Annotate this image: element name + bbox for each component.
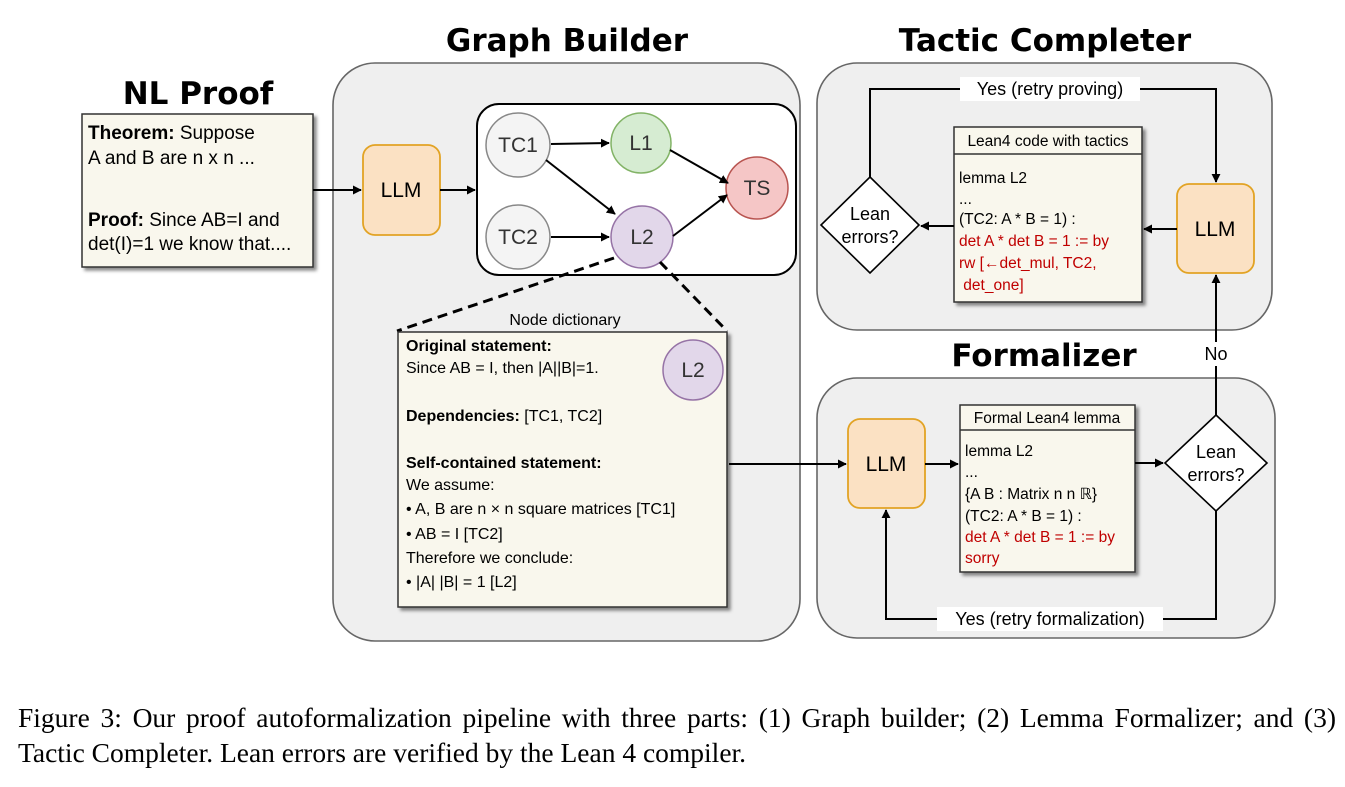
assumption-2-text: • AB = I [TC2]: [406, 526, 503, 543]
proof-line-2: det(I)=1 we know that....: [88, 234, 291, 255]
node-dictionary-title: Node dictionary: [509, 312, 620, 329]
edge-tc1-l2: [545, 159, 616, 215]
node-l1: [610, 112, 672, 174]
retry-proving-label: Yes (retry proving): [977, 79, 1123, 99]
we-assume-text: We assume:: [406, 477, 495, 494]
formal-lemma-line-4: (TC2: A * B = 1) :: [965, 508, 1082, 525]
graph-builder-llm-label: LLM: [381, 179, 422, 202]
formalizer-decision-line-1: Lean: [1196, 442, 1236, 462]
figure-caption: Figure 3: Our proof autoformalization pi…: [18, 702, 1336, 768]
tactic-code-card: [953, 126, 1143, 303]
formal-lemma-line-3: {A B : Matrix n n ℝ}: [965, 486, 1097, 503]
graph-builder-title: Graph Builder: [446, 23, 689, 59]
tactic-decision-line-1: Lean: [850, 204, 890, 224]
theorem-line-2: A and B are n x n ...: [88, 148, 255, 169]
dependencies-text: [TC1, TC2]: [520, 408, 602, 425]
zoom-line-left: [396, 256, 615, 333]
tactic-completer-title: Tactic Completer: [899, 23, 1192, 59]
tactic-code-line-1: lemma L2: [959, 170, 1027, 187]
no-label-bg: [1197, 342, 1235, 366]
tactic-completer-llm-label: LLM: [1195, 218, 1236, 241]
proof-label: Proof:: [88, 210, 144, 231]
tactic-code-red-line-2: rw [←det_mul, TC2,: [959, 255, 1097, 272]
formalizer-title: Formalizer: [951, 338, 1137, 374]
edge-l1-ts: [669, 149, 729, 184]
nl-proof-title: NL Proof: [123, 76, 274, 112]
tactic-code-red-line-3: det_one]: [959, 277, 1024, 294]
theorem-line-1: Theorem: Suppose: [88, 123, 255, 144]
dictionary-node-badge: [662, 339, 724, 401]
tactic-decision-line-2: errors?: [841, 227, 898, 247]
dictionary-node-badge-label: L2: [681, 359, 704, 382]
zoom-line-right: [658, 260, 729, 333]
formal-lemma-line-1: lemma L2: [965, 443, 1033, 460]
edge-l2-ts: [672, 194, 728, 237]
node-tc2-label: TC2: [498, 226, 538, 249]
retry-formalization-label-bg: [937, 607, 1163, 631]
no-label: No: [1204, 344, 1227, 364]
node-tc2: [485, 204, 551, 270]
original-statement-label: Original statement:: [406, 338, 552, 355]
formal-lemma-red-line-2: sorry: [965, 550, 1000, 567]
node-l2: [610, 205, 674, 269]
selfcontained-label: Self-contained statement:: [406, 455, 602, 472]
formal-lemma-red-line-1: det A * det B = 1 := by: [965, 529, 1115, 546]
formalizer-decision-line-2: errors?: [1187, 465, 1244, 485]
edge-tc1-l1: [550, 138, 610, 148]
node-l1-label: L1: [629, 132, 652, 155]
conclusion-text: • |A| |B| = 1 [L2]: [406, 574, 517, 591]
tactic-code-title: Lean4 code with tactics: [967, 133, 1128, 150]
formal-lemma-card: [959, 404, 1136, 573]
dependencies-label: Dependencies:: [406, 408, 520, 425]
node-ts-label: TS: [744, 177, 771, 200]
theorem-text: Suppose: [175, 123, 255, 144]
proof-text: Since AB=I and: [144, 210, 280, 231]
tactic-code-red-line-1: det A * det B = 1 := by: [959, 233, 1109, 250]
assumption-1-text: • A, B are n × n square matrices [TC1]: [406, 501, 675, 518]
proof-line-1: Proof: Since AB=I and: [88, 210, 280, 231]
tactic-lean-errors-decision: [819, 175, 921, 275]
original-statement-text: Since AB = I, then |A||B|=1.: [406, 360, 599, 377]
node-tc1: [485, 112, 551, 178]
pipeline-diagram: NL Proof Graph Builder Tactic Completer …: [81, 23, 1276, 642]
node-tc1-label: TC1: [498, 134, 538, 157]
formal-lemma-line-2: ...: [965, 464, 978, 481]
tactic-code-line-2: ...: [959, 191, 972, 208]
proof-graph-box: [476, 103, 797, 276]
theorem-label: Theorem:: [88, 123, 175, 144]
graph-edges: [545, 138, 729, 242]
retry-proving-label-bg: [960, 77, 1140, 101]
node-ts: [725, 156, 789, 220]
retry-formalization-label: Yes (retry formalization): [955, 609, 1144, 629]
dependencies-line: Dependencies: [TC1, TC2]: [406, 408, 602, 425]
formalizer-llm-label: LLM: [866, 453, 907, 476]
therefore-text: Therefore we conclude:: [406, 550, 573, 567]
tactic-code-line-3: (TC2: A * B = 1) :: [959, 211, 1076, 228]
node-l2-label: L2: [630, 226, 653, 249]
formal-lemma-title: Formal Lean4 lemma: [974, 410, 1121, 427]
